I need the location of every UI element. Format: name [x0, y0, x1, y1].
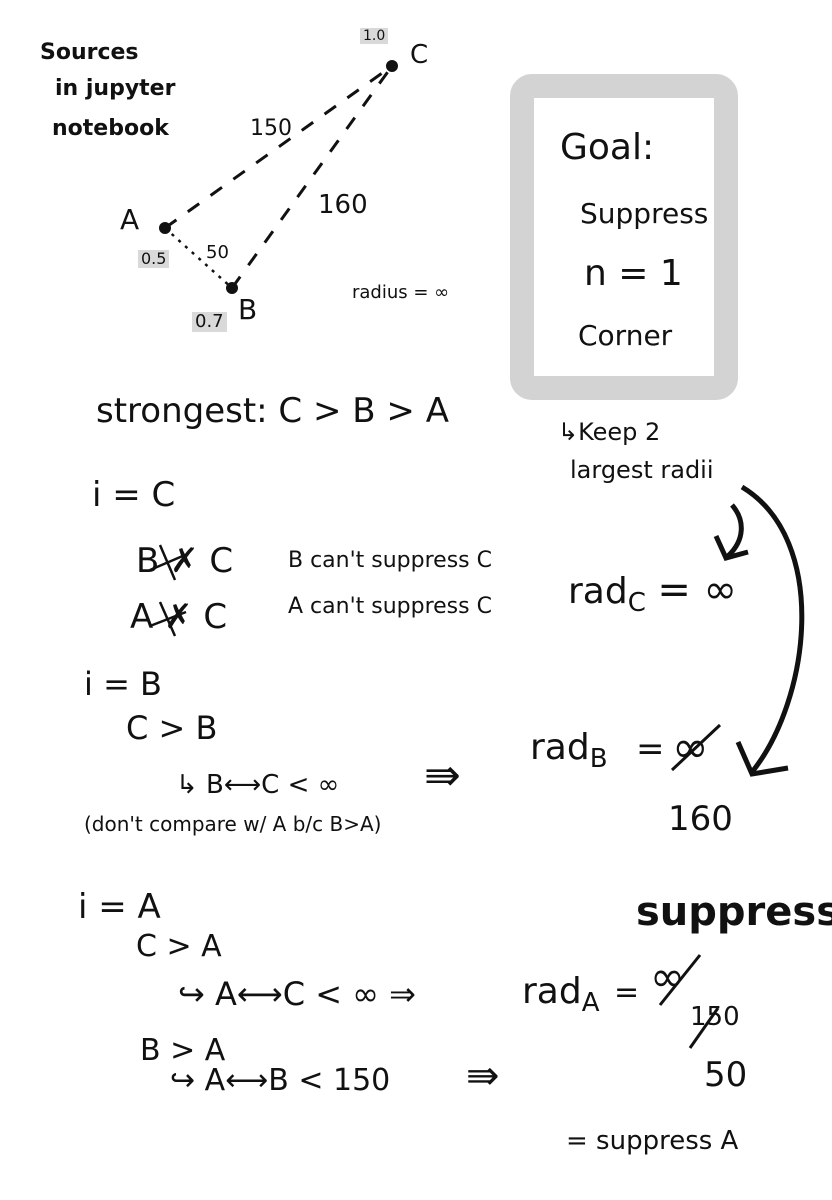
node-b-dot — [226, 282, 238, 294]
step-c-heading: i = C — [92, 475, 176, 515]
weight-b: 0.7 — [192, 312, 227, 332]
goal-line-2: n = 1 — [584, 253, 683, 294]
step-b-line-1: C > B — [126, 709, 218, 747]
strike-rad-a-1 — [658, 954, 702, 1006]
rad-a-sub: A — [581, 988, 600, 1019]
cross-b-c-2 — [149, 553, 186, 572]
step-b-line-2: ↳ B⟷C < ∞ — [176, 770, 340, 800]
short-arrow-head — [713, 534, 749, 561]
edge-ac-label: 150 — [250, 116, 292, 141]
step-a-line-1: C > A — [136, 929, 222, 964]
rad-b-sub: B — [589, 744, 608, 775]
short-arrow — [726, 503, 744, 558]
step-c-line-1-note: B can't suppress C — [288, 548, 492, 573]
node-a-dot — [159, 222, 171, 234]
step-b-heading: i = B — [84, 665, 162, 703]
curved-arrow-head — [735, 740, 789, 777]
step-c-line-2-note: A can't suppress C — [288, 594, 492, 619]
weight-c: 1.0 — [360, 28, 389, 44]
step-a-line-4: ↪ A⟷B < 150 — [170, 1063, 391, 1098]
suppress-result: = suppress A — [566, 1126, 739, 1156]
step-c-line-2: A ✗ C — [130, 597, 228, 637]
rad-c-base: rad — [568, 571, 628, 612]
goal-line-3: Corner — [578, 319, 673, 352]
goal-line-1: Suppress — [580, 197, 709, 230]
sources-label-2: in jupyter — [55, 76, 176, 101]
strongest-line: strongest: C > B > A — [96, 391, 449, 431]
sources-label-1: Sources — [40, 40, 139, 65]
suppress-title: suppress — [636, 889, 832, 935]
keep-note-1: ↳Keep 2 — [558, 418, 661, 446]
rad-a-base: rad — [522, 971, 582, 1012]
rad-a-old-1: ∞ — [650, 952, 685, 1001]
rad-c-value: = ∞ — [657, 567, 737, 613]
edge-a-b — [164, 227, 233, 289]
node-c-label: C — [410, 40, 429, 70]
keep-note-2: largest radii — [570, 456, 714, 484]
step-b-note: (don't compare w/ A b/c B>A) — [84, 812, 382, 836]
rad-a-old-2: 150 — [690, 1002, 740, 1032]
step-c-line-1: B ✗ C — [136, 541, 234, 581]
step-a-heading: i = A — [78, 887, 161, 927]
step-a-line-3: B > A — [140, 1033, 226, 1068]
rad-b-eq: = — [636, 729, 665, 769]
step-a-implies: ⇛ — [466, 1053, 500, 1099]
goal-title: Goal: — [560, 127, 655, 168]
rad-b-base: rad — [530, 727, 590, 768]
step-b-implies: ⇛ — [424, 750, 461, 801]
rad-a-new: 50 — [704, 1055, 748, 1095]
rad-b-old: ∞ — [672, 722, 709, 773]
radius-label: radius = ∞ — [352, 282, 450, 303]
sources-label-3: notebook — [52, 116, 169, 141]
edge-ab-label: 50 — [206, 242, 229, 263]
weight-a: 0.5 — [138, 250, 170, 268]
edge-a-c — [164, 64, 393, 230]
cross-a-c-2 — [149, 610, 187, 628]
strike-rad-b — [670, 723, 722, 772]
rad-b-new: 160 — [668, 799, 733, 839]
strike-rad-a-2 — [688, 1007, 720, 1049]
edge-b-c — [230, 65, 394, 289]
rad-c: radC = ∞ — [568, 570, 737, 616]
rad-a-eq: = — [614, 975, 640, 1010]
node-c-dot — [386, 60, 398, 72]
rad-a: radA — [522, 971, 600, 1019]
goal-box-frame — [510, 74, 738, 400]
node-b-label: B — [238, 293, 258, 326]
rad-c-sub: C — [627, 588, 646, 619]
rad-b: radB — [530, 727, 608, 775]
node-a-label: A — [120, 203, 140, 236]
edge-bc-label: 160 — [318, 190, 368, 220]
step-a-line-2: ↪ A⟷C < ∞ ⇒ — [178, 975, 416, 1013]
curved-arrow — [740, 484, 805, 774]
